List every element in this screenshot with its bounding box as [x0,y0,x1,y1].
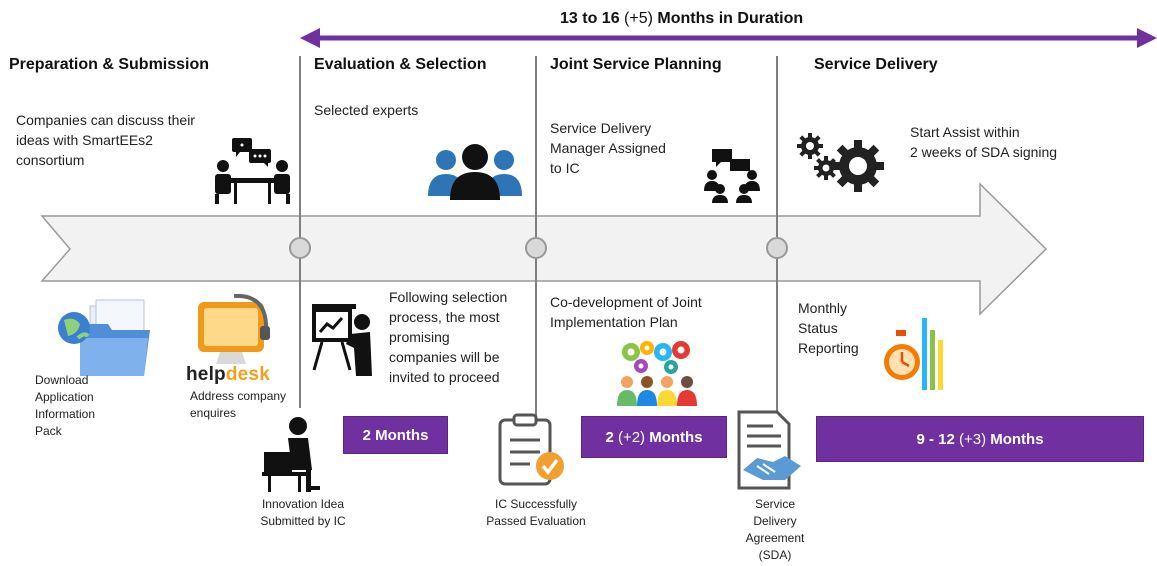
person-at-computer-icon [262,417,320,492]
helpdesk-logo: helpdesk [186,364,270,385]
milestone-node [525,237,547,259]
phase-title-preparation: Preparation & Submission [9,56,210,73]
phase-title-planning: Joint Service Planning [550,56,722,73]
milestone-node [289,237,311,259]
people-group-icon [428,144,522,200]
innovation-label: Innovation Idea Submitted by IC [260,497,346,528]
handshake-document-icon [737,410,801,490]
planning-bottom-text: Co-development of Joint Implementation P… [550,294,702,330]
presentation-icon [312,304,372,376]
collaboration-icon [704,149,760,203]
delivery-top-text: Start Assist within 2 weeks of SDA signi… [910,124,1058,160]
helpdesk-caption: Address company enquires [190,389,287,420]
planning-top-text: Service Delivery Manager Assigned to IC [550,120,666,176]
folder-globe-icon [58,299,150,376]
duration-box-planning: 2 (+2) Months [581,416,727,458]
stopwatch-chart-icon [884,318,943,390]
eval-bottom-text: Following selection process, the most pr… [389,289,508,385]
milestone-node [766,237,788,259]
sda-label: Service Delivery Agreement (SDA) [745,497,805,562]
duration-arrow [300,28,1157,48]
gears-icon [797,133,884,192]
prep-description: Companies can discuss their ideas with S… [16,112,195,168]
download-label: Download Application Information Pack [35,373,96,438]
checklist-icon [498,413,564,486]
eval-top-text: Selected experts [314,102,419,118]
passed-evaluation-label: IC Successfully Passed Evaluation [486,497,586,528]
delivery-bottom-text: Monthly Status Reporting [798,300,859,356]
duration-box-delivery: 9 - 12 (+3) Months [816,416,1144,462]
phase-title-evaluation: Evaluation & Selection [314,56,487,73]
meeting-icon [215,138,290,204]
banner-suffix: Months in Duration [657,10,804,27]
divider-line [299,56,301,408]
banner-extension: (+5) [624,10,653,27]
duration-banner: 13 to 16 (+5) Months in Duration [560,10,803,28]
team-gears-icon [617,341,697,406]
duration-box-evaluation: 2 Months [343,416,448,454]
banner-range: 13 to 16 [560,10,620,27]
helpdesk-computer-icon [198,293,270,364]
phase-title-delivery: Service Delivery [814,56,938,73]
